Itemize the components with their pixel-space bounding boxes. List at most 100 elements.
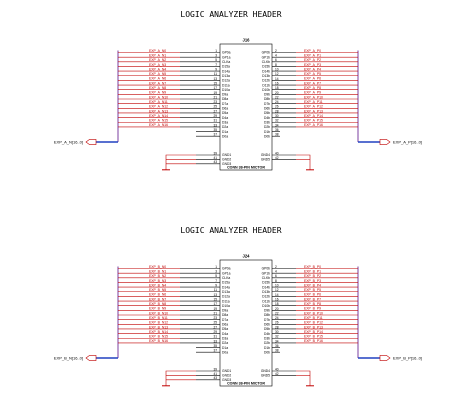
pin-number-right: 36 <box>275 344 279 348</box>
pin-number-left: 9 <box>215 68 217 72</box>
pin-number-right: 22 <box>275 95 279 99</box>
net-label-right: EXP_A_P6 <box>304 77 321 81</box>
pin-name-left: D8a <box>222 313 228 317</box>
pin-name-left: GP1a <box>222 271 231 275</box>
pin-name-right: GP1b <box>262 271 271 275</box>
pin-number-left: 11 <box>214 288 218 292</box>
pin-name-right: D11b <box>262 83 270 87</box>
net-label-left: EXP_A_N13 <box>149 109 168 113</box>
pin-name-right: D0b <box>264 350 270 354</box>
pin-name-right: D7b <box>264 102 270 106</box>
bus-port-right <box>379 355 391 361</box>
net-label-right: EXP_B_P14 <box>304 330 323 334</box>
net-label-right: EXP_B_P10 <box>304 311 323 315</box>
pin-number-left: 33 <box>213 339 217 343</box>
pin-name-right: D4b <box>264 116 270 120</box>
bus-label-right: EXP_B_P[16..0] <box>393 355 422 360</box>
pin-name-right: D1b <box>264 130 270 134</box>
pin-number-right: 4 <box>275 54 277 58</box>
net-label-left: EXP_A_N8 <box>149 86 166 90</box>
pin-number-left: 17 <box>213 86 217 90</box>
pin-name-left: D3a <box>222 120 228 124</box>
pin-number-right: 6 <box>275 274 277 278</box>
pin-name-right: D7b <box>264 318 270 322</box>
net-label-right: EXP_B_P6 <box>304 293 321 297</box>
pin-number-right: 28 <box>275 325 279 329</box>
pin-name-left: D10a <box>222 88 230 92</box>
net-label-left: EXP_B_N1 <box>149 269 166 273</box>
pin-name-left: D5a <box>222 111 228 115</box>
pin-name-left: D13a <box>222 290 230 294</box>
part-reference: J24 <box>243 254 251 259</box>
pin-name-left: D2a <box>222 125 228 129</box>
pin-name-right: CLKb <box>262 60 270 64</box>
net-label-right: EXP_B_P16 <box>304 339 323 343</box>
pin-number-right: 32 <box>275 119 279 123</box>
pin-number-left: 5 <box>215 58 217 62</box>
bus-port-right <box>379 139 391 145</box>
pin-number-left: 13 <box>213 293 217 297</box>
pin-name-gnd-left: GND1 <box>222 369 231 373</box>
pin-name-right: D10b <box>262 88 270 92</box>
pin-name-right: D3b <box>264 336 270 340</box>
bus-label-left: EXP_A_N[16..0] <box>54 139 83 144</box>
pin-name-left: D15a <box>222 65 230 69</box>
net-label-right: EXP_A_P7 <box>304 81 321 85</box>
pin-name-right: CLKb <box>262 276 270 280</box>
net-label-right: EXP_A_P11 <box>304 100 323 104</box>
pin-number-left: 25 <box>213 321 217 325</box>
pin-number-right: 6 <box>275 58 277 62</box>
pin-name-right: D5b <box>264 111 270 115</box>
net-label-right: EXP_B_P15 <box>304 335 323 339</box>
pin-name-left: D0a <box>222 350 228 354</box>
net-label-right: EXP_A_P1 <box>304 53 321 57</box>
pin-number-right: 8 <box>275 63 277 67</box>
pin-number-left: 1 <box>215 265 217 269</box>
pin-name-left: D6a <box>222 323 228 327</box>
pin-number-gnd-left: 43 <box>213 376 217 380</box>
pin-number-right: 10 <box>275 284 279 288</box>
pin-name-right: D10b <box>262 304 270 308</box>
net-label-right: EXP_A_P0 <box>304 49 321 53</box>
pin-number-right: 12 <box>275 288 279 292</box>
pin-name-right: D15b <box>262 281 270 285</box>
net-label-left: EXP_A_N7 <box>149 81 166 85</box>
gnd-wire-right <box>296 370 311 386</box>
part-value: CONN 38-PIN MICTOR <box>227 166 265 170</box>
pin-number-gnd-right: 40 <box>275 151 279 155</box>
pin-number-left: 15 <box>213 81 217 85</box>
pin-number-gnd-left: 41 <box>213 156 217 160</box>
pin-name-right: D8b <box>264 313 270 317</box>
pin-name-left: D12a <box>222 295 230 299</box>
pin-name-gnd-right: GND4 <box>261 153 270 157</box>
net-label-left: EXP_B_N14 <box>149 330 168 334</box>
net-label-right: EXP_A_P5 <box>304 72 321 76</box>
pin-name-right: D13b <box>262 290 270 294</box>
net-label-left: EXP_B_N7 <box>149 297 166 301</box>
net-label-left: EXP_A_N15 <box>149 119 168 123</box>
pin-number-right: 24 <box>275 100 279 104</box>
pin-number-right: 4 <box>275 270 277 274</box>
pin-number-right: 20 <box>275 307 279 311</box>
net-label-right: EXP_B_P12 <box>304 321 323 325</box>
pin-number-left: 15 <box>213 297 217 301</box>
pin-number-right: 2 <box>275 49 277 53</box>
pin-number-left: 27 <box>213 109 217 113</box>
pin-name-left: CLKa <box>222 276 230 280</box>
net-label-right: EXP_B_P1 <box>304 269 321 273</box>
pin-number-right: 12 <box>275 72 279 76</box>
net-label-right: EXP_A_P4 <box>304 67 321 71</box>
net-label-right: EXP_A_P14 <box>304 114 323 118</box>
net-label-left: EXP_B_N10 <box>149 311 168 315</box>
section-title: LOGIC ANALYZER HEADER <box>180 10 281 19</box>
pin-number-right: 20 <box>275 91 279 95</box>
pin-number-left: 7 <box>215 63 217 67</box>
pin-name-left: D13a <box>222 74 230 78</box>
pin-number-right: 16 <box>275 297 279 301</box>
pin-number-left: 29 <box>213 114 217 118</box>
net-label-right: EXP_B_P3 <box>304 279 321 283</box>
net-label-left: EXP_A_N3 <box>149 63 166 67</box>
net-label-right: EXP_B_P13 <box>304 325 323 329</box>
